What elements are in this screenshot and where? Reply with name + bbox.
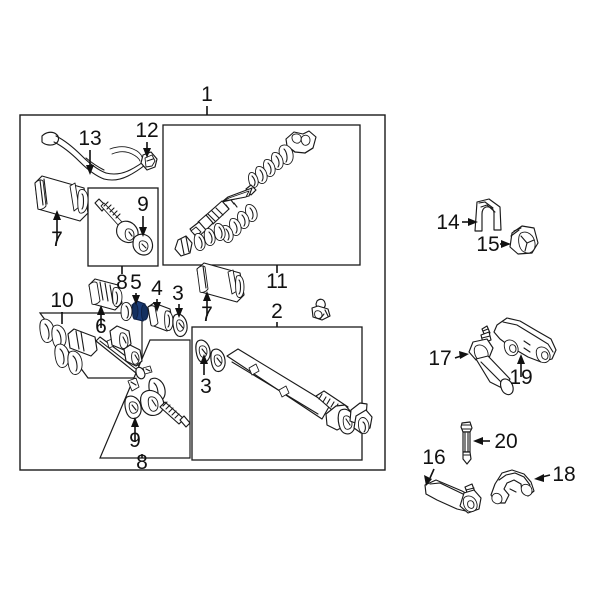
arrowhead-17 [459,351,469,359]
arrowhead-13 [86,165,94,175]
cylinder-tube-upper-left [34,175,89,222]
callout-5: 5 [130,271,142,294]
tie-rod-nut-upper [132,233,154,256]
callout-2: 2 [271,300,283,323]
pressure-line-fitting [140,151,158,171]
callout-18: 18 [552,463,575,486]
callout-8-lower: 8 [136,451,148,474]
callout-11: 11 [266,270,288,293]
highlighted-oil-seal [131,300,149,322]
stabilizer-bar-bushing [509,225,539,255]
callout-19: 19 [509,366,532,389]
arrowhead-12 [143,148,151,158]
inner-tie-rod-lower [140,389,191,428]
inner-tie-rod-upper [94,198,139,244]
outer-tie-rod-end-upper [468,325,514,396]
arrowhead-7-center [203,291,211,301]
callout-14: 14 [436,211,460,234]
pressure-hose-tube [41,131,148,181]
arrowhead-3-upper [175,308,183,318]
callout-8: 8 [116,271,128,294]
seal-ring-small-upper [172,313,188,338]
callout-12: 12 [135,119,158,142]
small-clamp-loose [311,298,331,321]
outer-tie-rod-end-lower [424,479,482,514]
callout-6: 6 [95,315,107,338]
callout-numbers-group: 1 2 3 4 5 6 7 7 8 8 9 9 10 11 12 13 14 1… [50,83,575,486]
callout-15: 15 [476,233,499,256]
pitman-arm [493,317,557,364]
callout-3-lower-label: 3 [200,375,212,398]
arrowhead-14 [468,218,478,226]
bushing-sleeve [147,302,174,332]
arrowhead-9-lower [131,417,139,427]
arrowhead-4 [153,302,161,312]
arrowhead-20 [473,437,483,445]
callout-1: 1 [201,83,213,106]
callout-9: 9 [137,193,149,216]
arrowhead-6 [97,305,105,315]
callout-17: 17 [428,347,451,370]
main-assembly-frame [19,114,386,471]
callout-20: 20 [494,430,517,453]
bearing-cup [88,278,123,311]
leader-lines-group: 3 [53,106,551,486]
callout-16: 16 [422,446,445,469]
callout-9-lower: 9 [129,429,141,452]
callout-7: 7 [51,228,63,251]
leader-16 [429,468,435,479]
tie-rod-nut-lower [124,395,142,420]
arrowhead-9-upper [139,227,147,237]
stabilizer-bar-bracket [474,198,502,232]
plain-ring-between-6-and-5 [120,302,133,321]
callout-4: 4 [151,277,163,300]
arrowhead-15 [501,240,511,248]
valve-and-seal-kit [174,130,317,257]
arrowhead-19 [517,354,525,364]
callout-7-center: 7 [201,303,213,326]
adjusting-bolt [460,421,473,465]
valve-seal-kit-frame [162,124,361,266]
arrowhead-18 [534,474,544,482]
inner-tie-rod-frame [87,187,159,267]
callout-10: 10 [50,289,73,312]
arrowhead-16 [424,475,432,486]
arrowhead-7-left [53,210,61,220]
arrowhead-3-lower [200,354,208,364]
idler-arm-bracket [490,469,535,505]
steering-gear-housing-frame [191,326,363,461]
callout-13: 13 [78,127,101,150]
steering-gear-housing [195,339,373,435]
callout-3: 3 [172,282,184,305]
cylinder-tube-center [196,262,245,303]
rack-assembly [39,318,146,380]
arrowhead-5 [132,295,140,305]
